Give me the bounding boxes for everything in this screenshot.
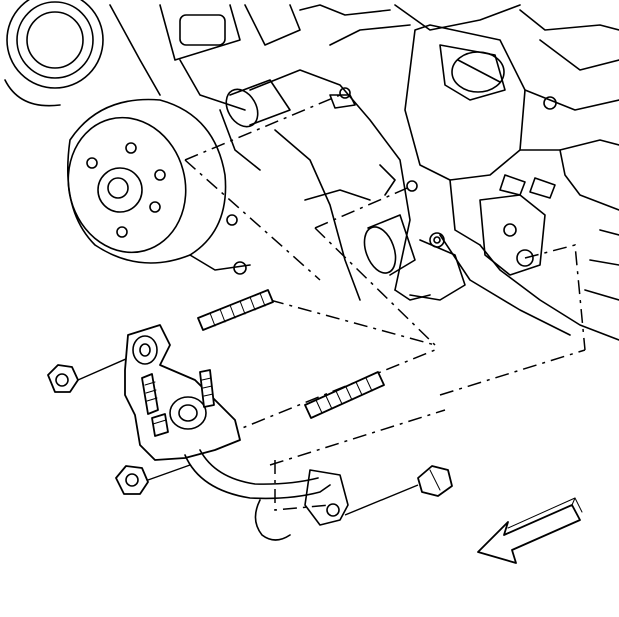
pipe-flange bbox=[124, 324, 241, 461]
front-of-vehicle-arrow bbox=[477, 497, 583, 564]
water-pump-pulley bbox=[67, 98, 251, 271]
nut-lower bbox=[115, 464, 191, 495]
stud-upper bbox=[197, 289, 274, 331]
engine-block bbox=[4, 0, 619, 341]
crossover-pipe bbox=[184, 449, 349, 541]
stud-lower bbox=[304, 371, 385, 419]
nut-upper bbox=[47, 354, 136, 393]
alignment-lines bbox=[184, 92, 586, 511]
bolt-right bbox=[344, 465, 453, 516]
